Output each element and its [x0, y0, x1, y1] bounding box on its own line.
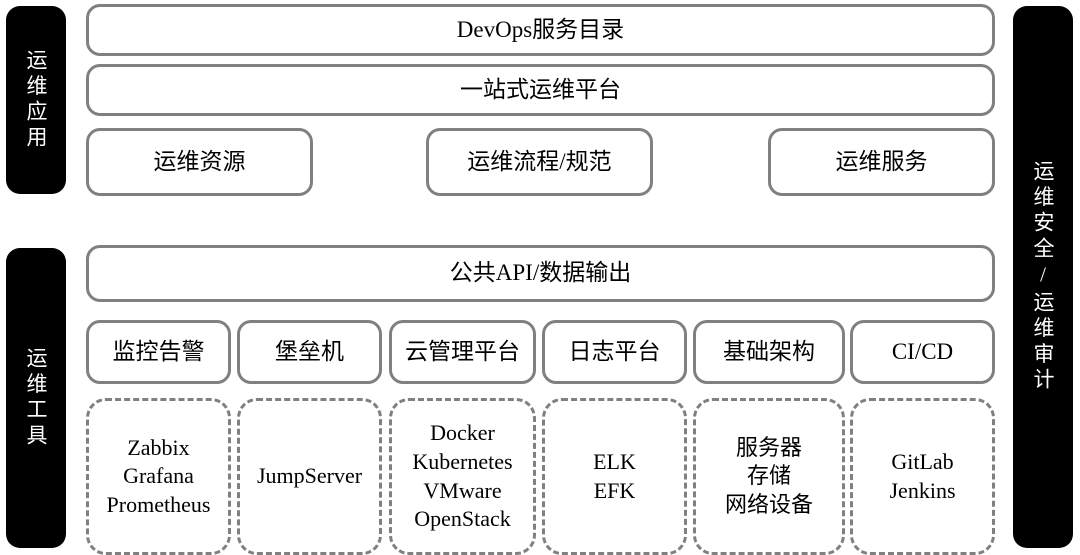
box-infrastructure-implementations[interactable]: 服务器 存储 网络设备 — [693, 398, 845, 555]
box-bastion-host-implementations[interactable]: JumpServer — [237, 398, 382, 555]
box-devops-service-catalog-label: DevOps服务目录 — [456, 16, 625, 42]
band-ops-tools: 运维工具 — [6, 248, 66, 548]
box-bastion-host[interactable]: 堡垒机 — [237, 320, 382, 384]
box-one-stop-ops-platform[interactable]: 一站式运维平台 — [86, 64, 995, 116]
box-infrastructure-label: 基础架构 — [723, 338, 815, 364]
box-bastion-host-label: 堡垒机 — [275, 338, 344, 364]
box-logging-platform-implementations[interactable]: ELK EFK — [542, 398, 687, 555]
box-monitoring-alerting-implementations-label: Zabbix Grafana Prometheus — [106, 434, 211, 517]
box-one-stop-ops-platform-label: 一站式运维平台 — [460, 76, 621, 102]
box-ci-cd-implementations-label: GitLab Jenkins — [889, 448, 956, 503]
box-ci-cd-label: CI/CD — [891, 338, 954, 364]
band-ops-application-label: 运维应用 — [24, 48, 49, 152]
box-monitoring-alerting-label: 监控告警 — [112, 338, 205, 364]
box-ops-process-standard-label: 运维流程/规范 — [467, 148, 612, 174]
box-logging-platform-implementations-label: ELK EFK — [593, 448, 636, 503]
box-ci-cd-implementations[interactable]: GitLab Jenkins — [850, 398, 995, 555]
box-logging-platform-label: 日志平台 — [568, 338, 661, 364]
box-ops-process-standard[interactable]: 运维流程/规范 — [426, 128, 653, 196]
box-monitoring-alerting-implementations[interactable]: Zabbix Grafana Prometheus — [86, 398, 231, 555]
box-infrastructure[interactable]: 基础架构 — [693, 320, 845, 384]
box-public-api-data-output-label: 公共API/数据输出 — [449, 260, 632, 286]
box-ops-service-label: 运维服务 — [835, 148, 928, 174]
box-monitoring-alerting[interactable]: 监控告警 — [86, 320, 231, 384]
box-cloud-management-platform[interactable]: 云管理平台 — [389, 320, 536, 384]
box-bastion-host-implementations-label: JumpServer — [256, 463, 363, 489]
box-ops-service[interactable]: 运维服务 — [768, 128, 995, 196]
box-ci-cd[interactable]: CI/CD — [850, 320, 995, 384]
box-public-api-data-output[interactable]: 公共API/数据输出 — [86, 245, 995, 302]
box-logging-platform[interactable]: 日志平台 — [542, 320, 687, 384]
box-devops-service-catalog[interactable]: DevOps服务目录 — [86, 4, 995, 56]
band-ops-security-audit-label: 运维安全/运维审计 — [1031, 160, 1056, 394]
box-cloud-management-platform-implementations[interactable]: Docker Kubernetes VMware OpenStack — [389, 398, 536, 555]
box-cloud-management-platform-implementations-label: Docker Kubernetes VMware OpenStack — [412, 420, 513, 532]
box-cloud-management-platform-label: 云管理平台 — [405, 338, 520, 364]
band-ops-application: 运维应用 — [6, 6, 66, 194]
box-ops-resource[interactable]: 运维资源 — [86, 128, 313, 196]
band-ops-security-audit: 运维安全/运维审计 — [1013, 6, 1073, 548]
box-ops-resource-label: 运维资源 — [153, 148, 246, 174]
box-infrastructure-implementations-label: 服务器 存储 网络设备 — [724, 434, 813, 517]
band-ops-tools-label: 运维工具 — [24, 346, 49, 450]
